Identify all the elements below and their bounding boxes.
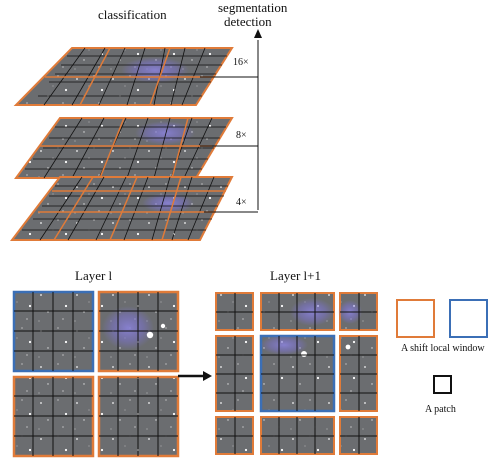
scale-8x-label: 8× (236, 130, 247, 141)
window-blue-topleft (12, 290, 95, 373)
legend-patch-label: A patch (425, 404, 456, 415)
layer-l1-windows (215, 292, 378, 455)
legend-window-label: A shift local window (401, 343, 485, 354)
segmentation-label: segmentation (218, 0, 288, 15)
scale-16x-label: 16× (233, 57, 249, 68)
layer-8x (14, 117, 234, 179)
scale-axis-arrow (254, 29, 262, 210)
scale-4x-label: 4× (236, 197, 247, 208)
layer-16x (13, 47, 234, 106)
legend-patch-swatch (433, 375, 452, 394)
layer-l-windows (12, 290, 180, 458)
layer-l-label: Layer l (75, 268, 113, 283)
shift-arrow (178, 371, 212, 381)
window-orange-bottomleft (12, 375, 95, 458)
detection-label: detection (224, 14, 272, 29)
classification-label: classification (98, 7, 167, 22)
window-orange-bottomright (97, 375, 180, 458)
legend-blue-window-swatch (449, 299, 488, 338)
legend (396, 299, 488, 394)
layer-l1-label: Layer l+1 (270, 268, 322, 283)
legend-orange-window-swatch (396, 299, 435, 338)
window-orange-topright (97, 290, 180, 373)
layer-4x (9, 176, 234, 241)
